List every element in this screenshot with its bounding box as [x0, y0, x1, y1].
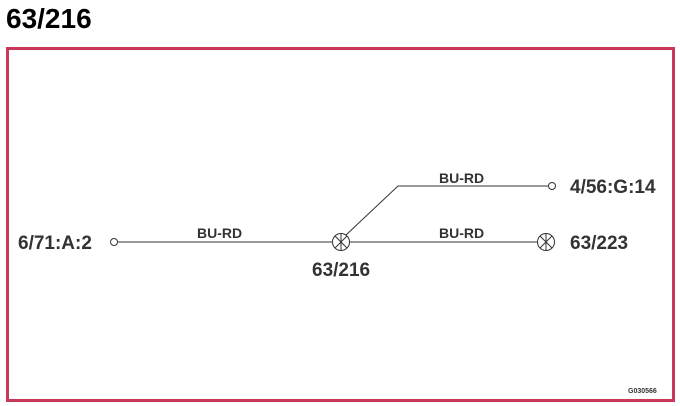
wire-left-to-center-label: BU-RD [197, 225, 242, 241]
left-connector-label: 6/71:A:2 [18, 233, 92, 254]
wire-center-to-right-label: BU-RD [439, 225, 484, 241]
wire-center-to-upper-right-label: BU-RD [439, 170, 484, 186]
right-splice-icon [537, 233, 555, 251]
page-title: 63/216 [6, 3, 92, 34]
left-connector-icon [110, 238, 118, 246]
center-splice-icon [332, 233, 350, 251]
upper-right-connector-icon [548, 182, 556, 190]
diagram-frame [6, 47, 675, 402]
wire-center-to-upper-right [345, 185, 548, 236]
center-splice-label: 63/216 [312, 260, 370, 281]
right-splice-label: 63/223 [570, 233, 628, 254]
upper-right-connector-label: 4/56:G:14 [570, 177, 656, 198]
corner-code: G030566 [628, 388, 657, 395]
